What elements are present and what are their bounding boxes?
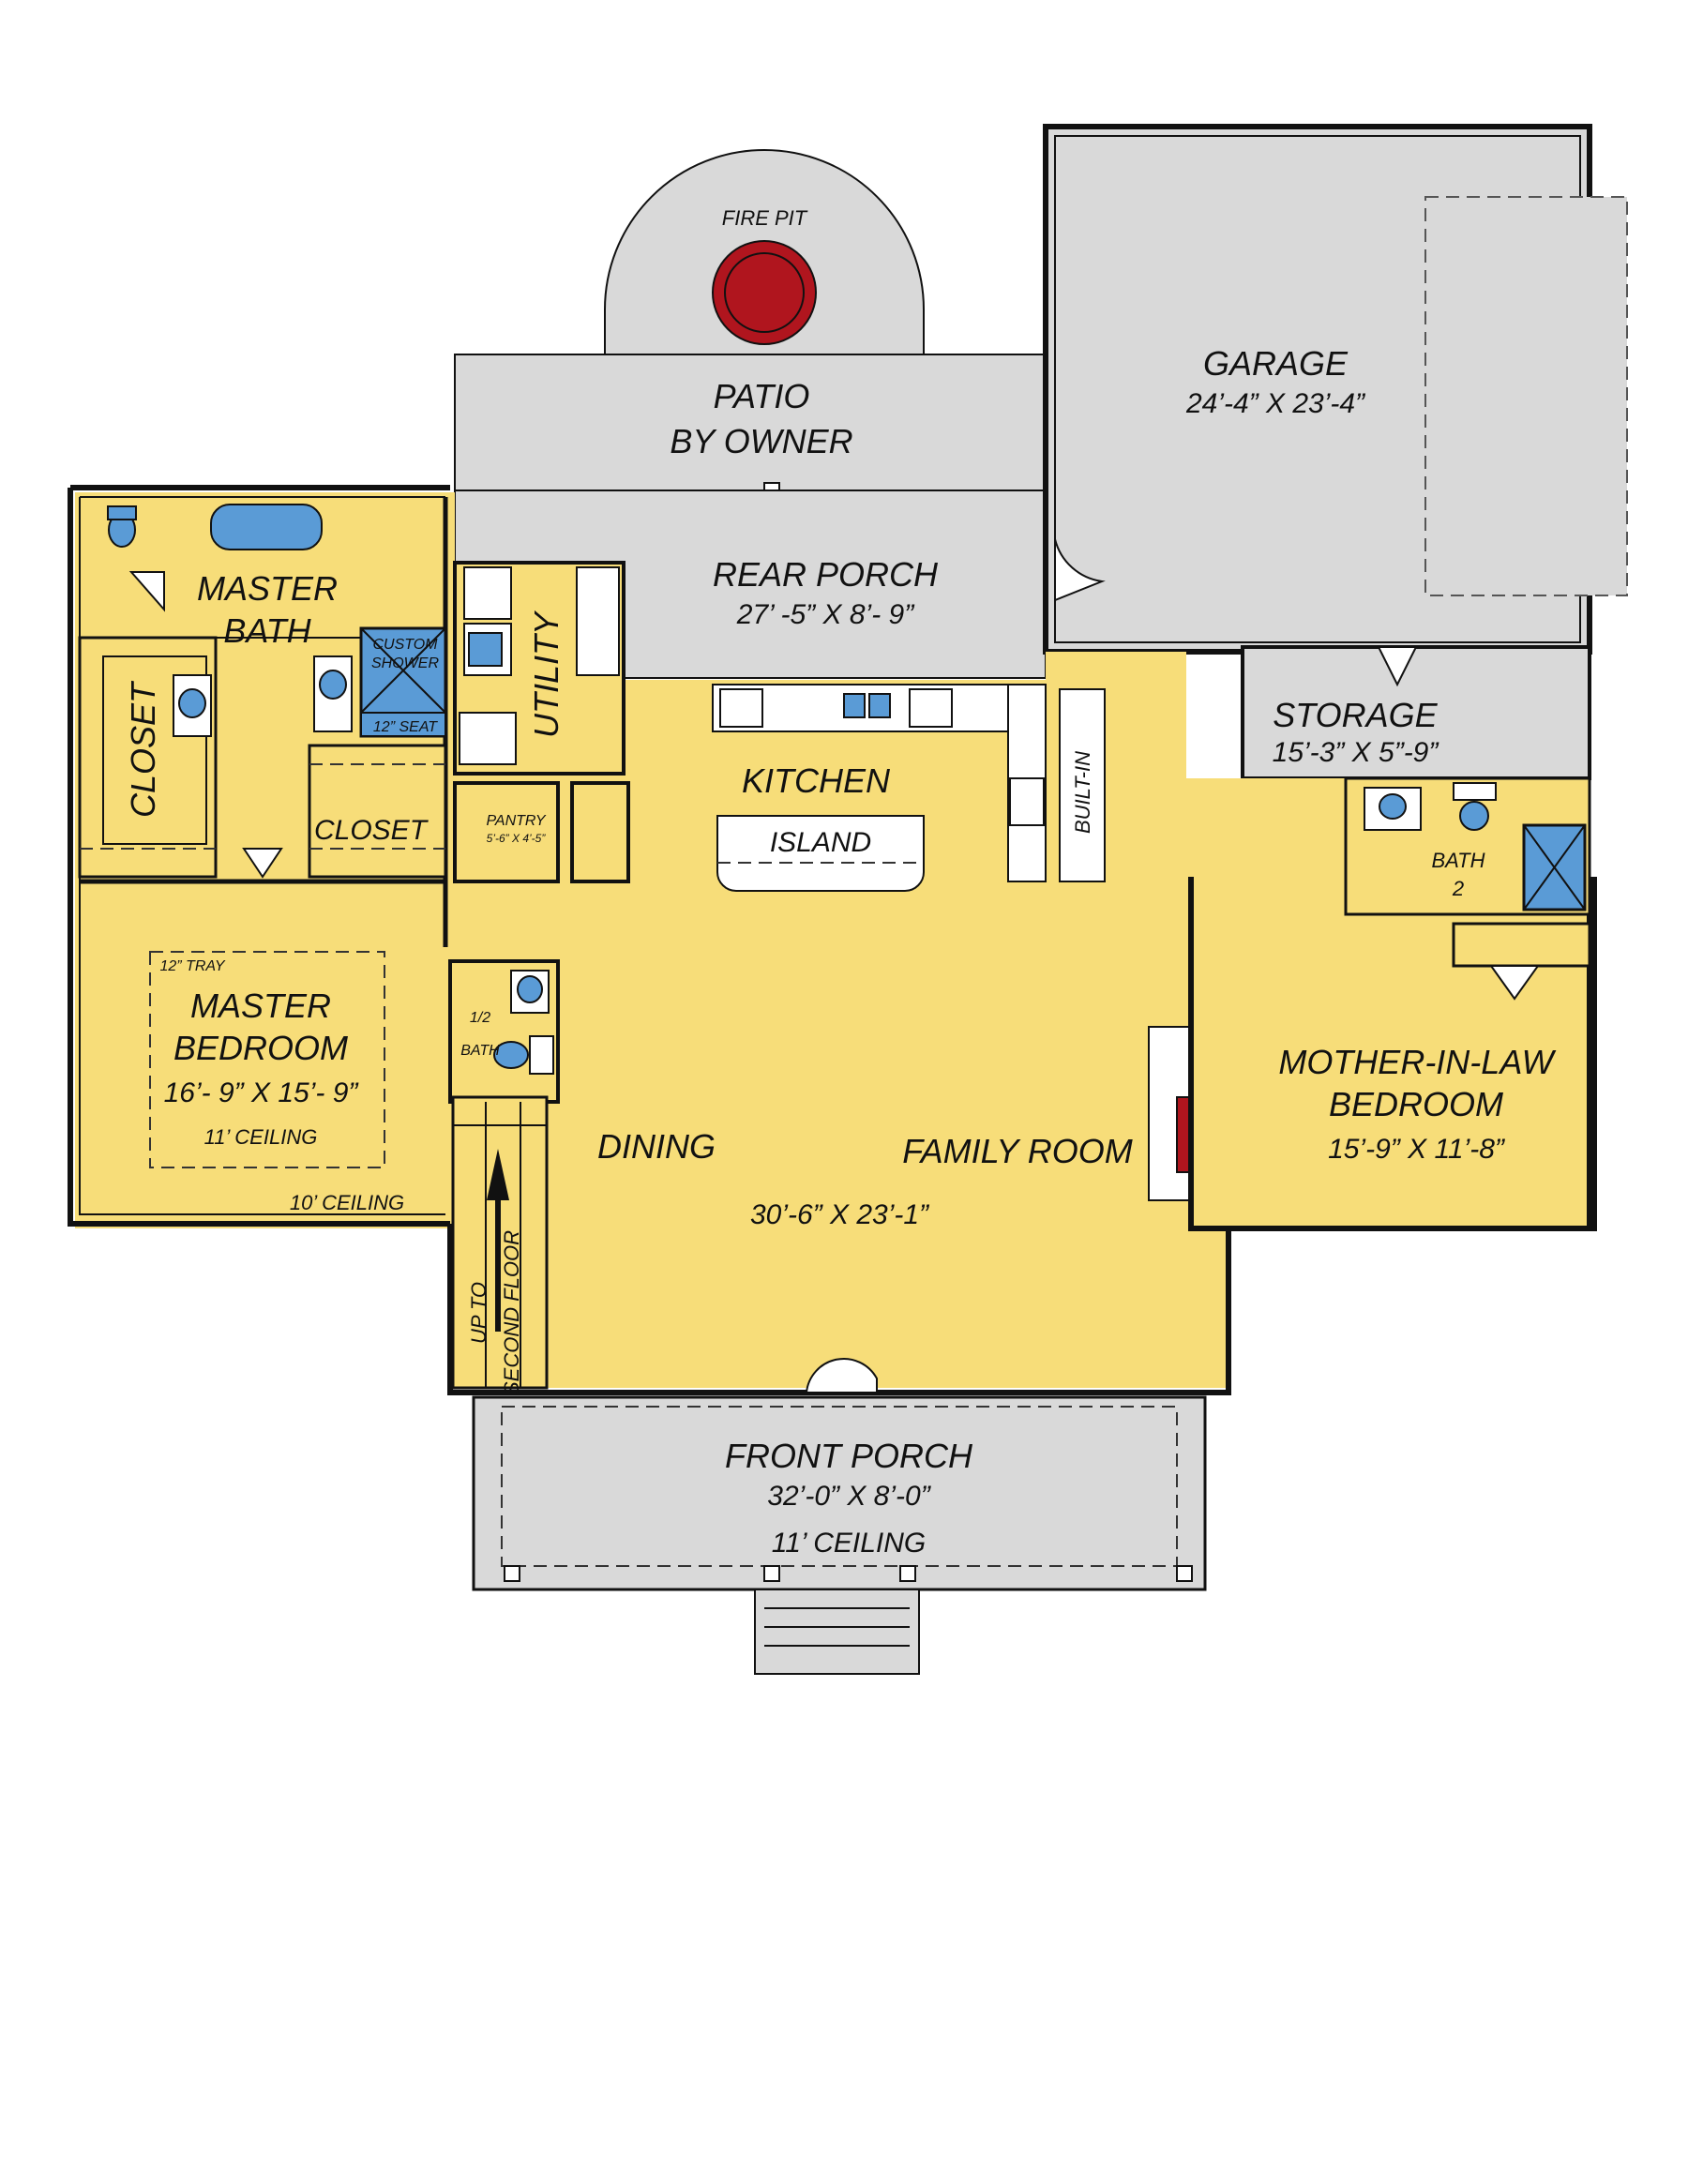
half-bath-label: 1/2: [470, 1010, 490, 1026]
custom-shower-label: CUSTOM: [372, 637, 438, 653]
garage-area: [1043, 124, 1628, 655]
closet-right-label: CLOSET: [314, 815, 430, 846]
master-bedroom-dimensions: 16’- 9” X 15’- 9”: [164, 1077, 360, 1108]
stairs-label-2: SECOND FLOOR: [500, 1230, 523, 1395]
closet-left-label: CLOSET: [124, 680, 162, 818]
bath-2-number: 2: [1452, 877, 1464, 900]
seat-label: 12” SEAT: [373, 719, 438, 735]
fire-pit-icon: [712, 240, 817, 345]
master-bedroom-ceiling: 11’ CEILING: [204, 1125, 318, 1149]
mother-in-law-label: MOTHER-IN-LAW: [1278, 1043, 1556, 1081]
pantry-label: PANTRY: [486, 813, 546, 829]
family-room-dimensions: 30’-6” X 23’-1”: [750, 1199, 930, 1230]
custom-shower-label-2: SHOWER: [371, 655, 439, 671]
dining-label: DINING: [597, 1127, 716, 1166]
utility-label: UTILITY: [527, 610, 565, 738]
rear-porch-label: REAR PORCH: [713, 555, 939, 594]
front-porch-label: FRONT PORCH: [725, 1437, 973, 1475]
built-in-label: BUILT-IN: [1071, 751, 1094, 834]
mother-in-law-dimensions: 15’-9” X 11’-8”: [1328, 1134, 1506, 1165]
front-porch-ceiling: 11’ CEILING: [772, 1528, 927, 1559]
rear-porch-dimensions: 27’ -5” X 8’- 9”: [736, 599, 915, 630]
tray-label: 12” TRAY: [159, 958, 225, 974]
master-bedroom-label: MASTER: [190, 987, 331, 1025]
garage-dimensions: 24’-4” X 23’-4”: [1185, 388, 1366, 419]
interior-walls: [78, 497, 1592, 1393]
mother-in-law-label-2: BEDROOM: [1329, 1085, 1503, 1123]
fire-pit-label: FIRE PIT: [722, 206, 808, 230]
pantry-dimensions: 5’-6” X 4’-5”: [487, 832, 547, 845]
family-room-label: FAMILY ROOM: [902, 1132, 1132, 1170]
master-bath-label: MASTER: [197, 569, 338, 608]
kitchen-label: KITCHEN: [742, 761, 891, 800]
front-porch-dimensions: 32’-0” X 8’-0”: [767, 1481, 931, 1512]
patio-label: PATIO: [714, 377, 810, 415]
garage-label: GARAGE: [1203, 344, 1349, 383]
patio-label-2: BY OWNER: [670, 422, 852, 460]
storage-dimensions: 15’-3” X 5”-9”: [1273, 737, 1440, 768]
patio-area: [454, 149, 1047, 499]
half-bath-label-2: BATH: [460, 1043, 500, 1059]
stairs-label: UP TO: [467, 1282, 490, 1344]
master-bedroom-ceiling-2: 10’ CEILING: [290, 1191, 404, 1214]
front-porch-area: [472, 1395, 1207, 1675]
storage-label: STORAGE: [1273, 696, 1438, 734]
master-bath-label-2: BATH: [223, 611, 311, 650]
master-bedroom-label-2: BEDROOM: [173, 1029, 348, 1067]
storage-area: [1241, 645, 1591, 780]
bath-2-label: BATH: [1431, 849, 1485, 872]
island-label: ISLAND: [770, 827, 871, 858]
